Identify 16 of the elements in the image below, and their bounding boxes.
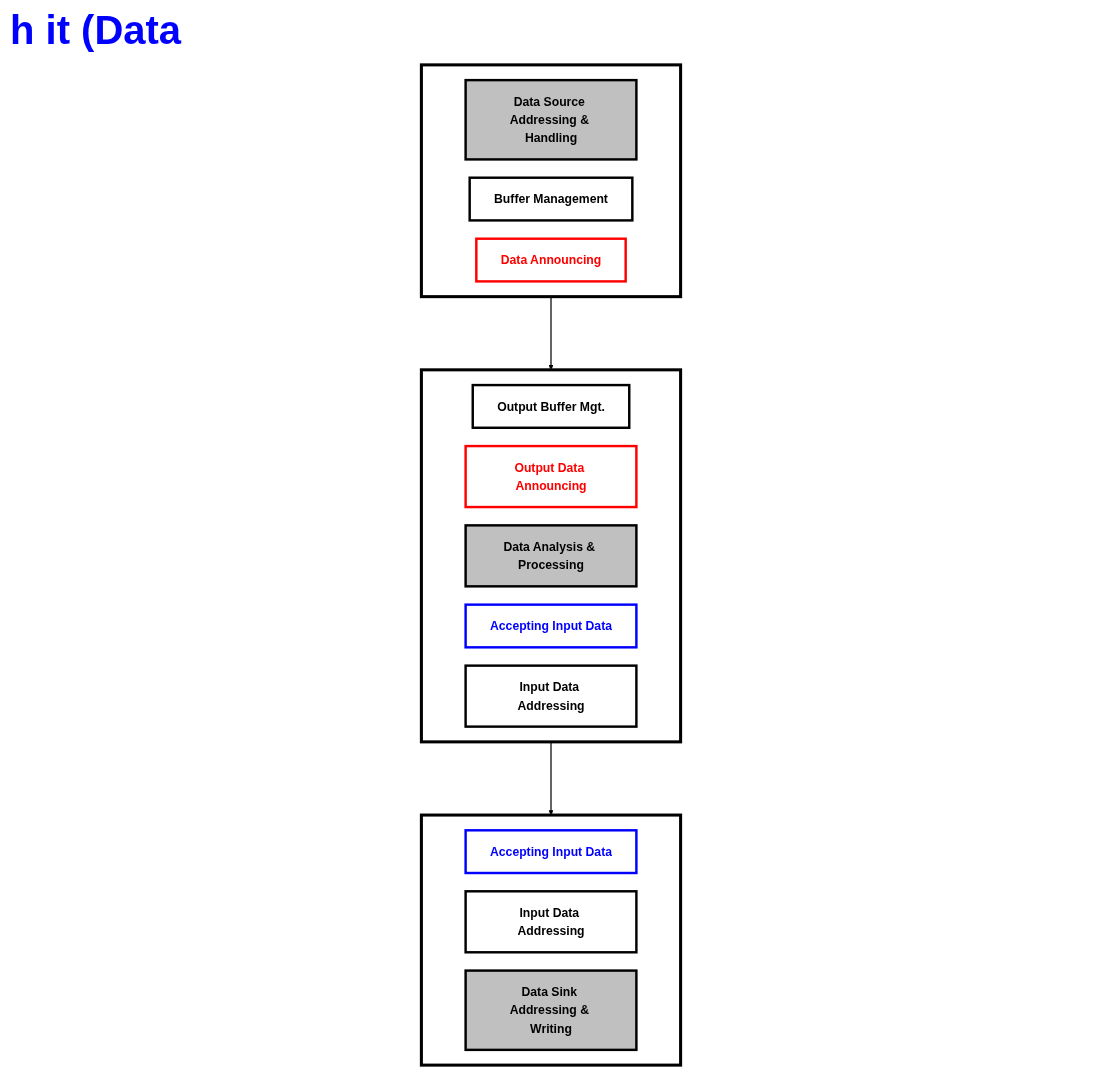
cluster [419, 368, 683, 744]
node-box: Data Source Addressing & Handling [464, 78, 638, 161]
node-box: Input Data Addressing [464, 664, 638, 728]
arrow [548, 741, 554, 816]
cluster [419, 63, 683, 299]
node-box: Input Data Addressing [464, 890, 638, 954]
node-box: Buffer Management [468, 176, 634, 222]
node-box: Data Announcing [475, 237, 627, 283]
node-box: Data Analysis & Processing [464, 524, 638, 588]
node-box: Output Buffer Mgt. [471, 383, 631, 429]
cluster [419, 813, 683, 1067]
node-box: Accepting Input Data [464, 603, 638, 649]
node-box: Output Data Announcing [464, 444, 638, 509]
heading: h it (Data [10, 8, 182, 53]
node-box: Data Sink Addressing & Writing [464, 969, 638, 1052]
node-box: Accepting Input Data [464, 829, 638, 875]
